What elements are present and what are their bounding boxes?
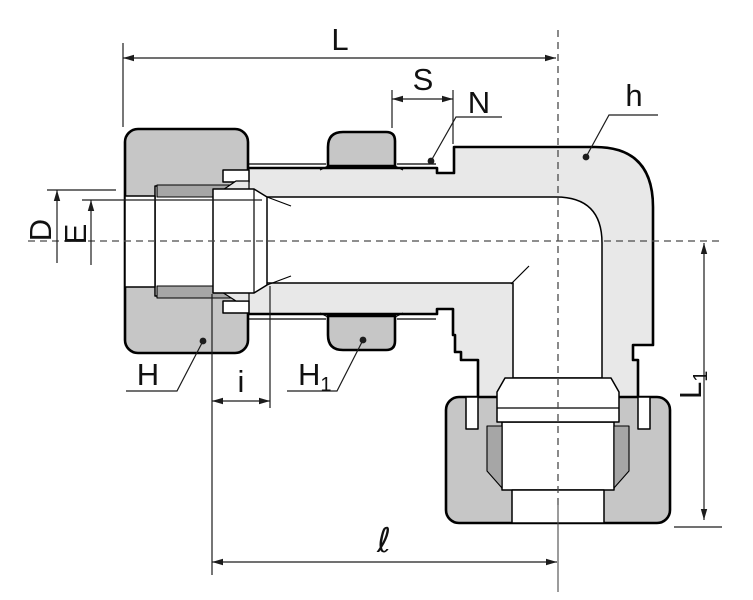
dim-i-arrow-left bbox=[212, 397, 223, 405]
label-L: L bbox=[331, 22, 348, 57]
label-ell: ℓ bbox=[376, 521, 391, 561]
label-H: H bbox=[137, 357, 159, 392]
dim-S-arrow-left bbox=[392, 95, 403, 103]
dim-ell-arrow-left bbox=[212, 558, 223, 566]
thread-crest-lines bbox=[248, 163, 436, 320]
dim-i-extension-lines bbox=[211, 286, 271, 575]
bottom-nut-thread-gap-left bbox=[465, 396, 479, 430]
dim-S-arrow-right bbox=[442, 95, 453, 103]
hex-fillet-ticks bbox=[319, 164, 404, 319]
label-H1: H1 bbox=[298, 357, 332, 396]
dim-i-arrow-right bbox=[259, 397, 270, 405]
dim-D-arrow bbox=[53, 190, 61, 201]
leader-H-dot bbox=[199, 337, 207, 345]
bottom-pocket-right bbox=[613, 425, 630, 489]
bottom-pocket-left bbox=[486, 425, 503, 489]
dim-L-arrow-right bbox=[545, 54, 556, 62]
dim-L1-arrow-bottom bbox=[700, 509, 708, 520]
left-nut-thread-gap-top bbox=[222, 169, 250, 183]
leader-H1 bbox=[287, 339, 364, 392]
label-h: h bbox=[625, 78, 642, 113]
leader-h bbox=[585, 114, 658, 158]
inner-corner-break-line bbox=[510, 265, 530, 285]
leader-H bbox=[126, 340, 204, 392]
leader-H1-dot bbox=[359, 336, 367, 344]
dim-ell-arrow-right bbox=[546, 558, 557, 566]
label-E: E bbox=[58, 224, 93, 245]
bottom-nut-thread-gap-right bbox=[637, 396, 651, 430]
dim-E-arrow bbox=[87, 200, 95, 211]
left-nut-thread-gap-bottom bbox=[222, 300, 250, 314]
leader-h-dot bbox=[582, 153, 590, 161]
label-N: N bbox=[468, 85, 490, 120]
label-i: i bbox=[238, 364, 245, 399]
dim-L1-arrow-top bbox=[700, 243, 708, 254]
leader-N-dot bbox=[427, 157, 435, 165]
label-S: S bbox=[413, 62, 434, 97]
dim-L-arrow-left bbox=[123, 54, 134, 62]
left-seat-cone-lines bbox=[266, 196, 292, 286]
leader-N bbox=[430, 116, 502, 162]
body-hex-bottom bbox=[326, 314, 397, 352]
label-L1: L1 bbox=[673, 371, 712, 399]
body-hex-top bbox=[326, 130, 397, 168]
label-D: D bbox=[23, 219, 58, 241]
bottom-ferrule bbox=[496, 377, 620, 423]
